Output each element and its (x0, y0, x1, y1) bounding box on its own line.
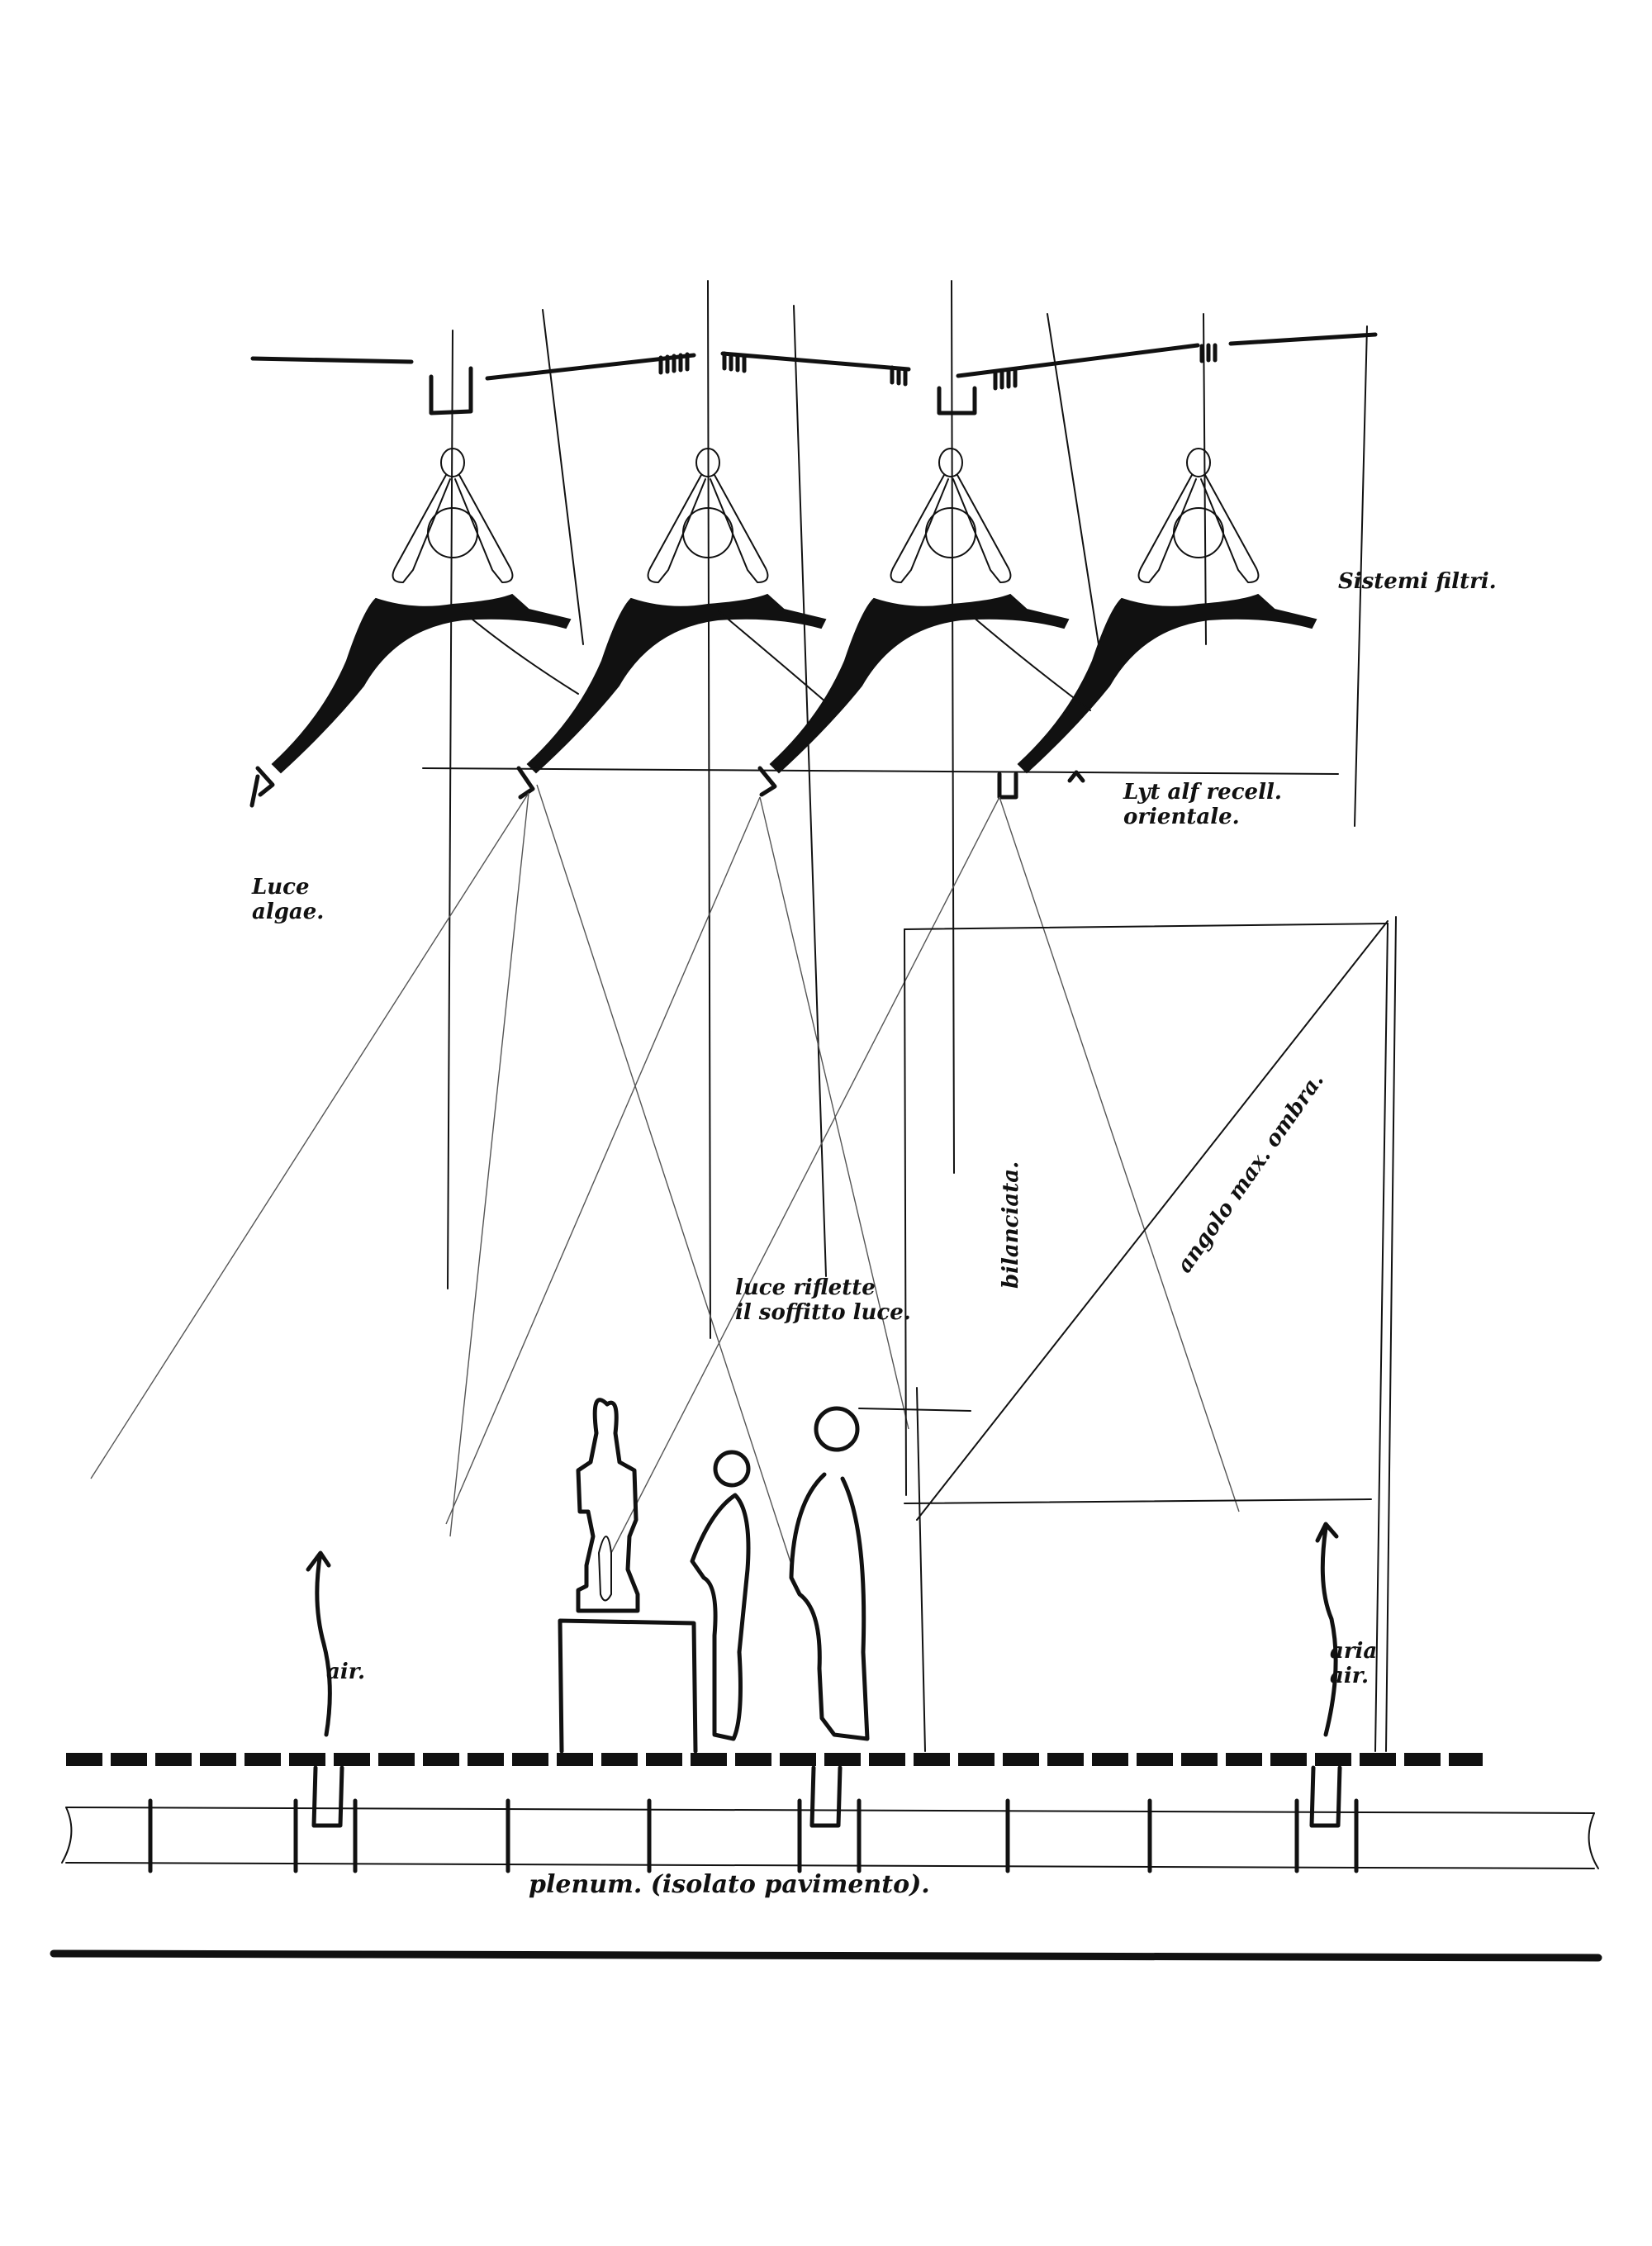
display-panel (858, 916, 1397, 1752)
plenum (61, 1765, 1599, 1873)
roof-line (250, 332, 1378, 415)
skylight-unit-2 (526, 448, 827, 774)
skylight-unit-4 (1017, 448, 1317, 774)
skylight-units (271, 448, 1317, 774)
annotation-air-left: air. (326, 1660, 366, 1684)
annotation-louvre-light: Luce algae. (252, 875, 325, 924)
light-rays (90, 784, 1240, 1570)
annotation-light-fixed: bilanciata. (999, 1161, 1023, 1289)
annotation-plenum: plenum. (isolato pavimento). (529, 1870, 930, 1899)
ground-line (50, 1949, 1602, 1962)
annotation-light-reflect: luce riflette il soffitto luce. (735, 1275, 911, 1325)
vertical-guides (447, 280, 1368, 1339)
skylight-unit-3 (769, 448, 1070, 774)
visitor-tall (789, 1406, 870, 1741)
ceiling-datum-line (422, 767, 1339, 775)
annotation-adjustable-blades: Lyt alf recell. orientale. (1123, 780, 1282, 829)
annotation-air-right: aria air. (1330, 1639, 1378, 1688)
air-arrows (306, 1522, 1339, 1737)
statue-on-plinth (558, 1398, 698, 1754)
eye-marks (249, 766, 1085, 808)
skylight-unit-1 (271, 448, 572, 774)
visitor-small (690, 1450, 751, 1741)
annotation-filter-system: Sistemi filtri. (1338, 569, 1497, 594)
